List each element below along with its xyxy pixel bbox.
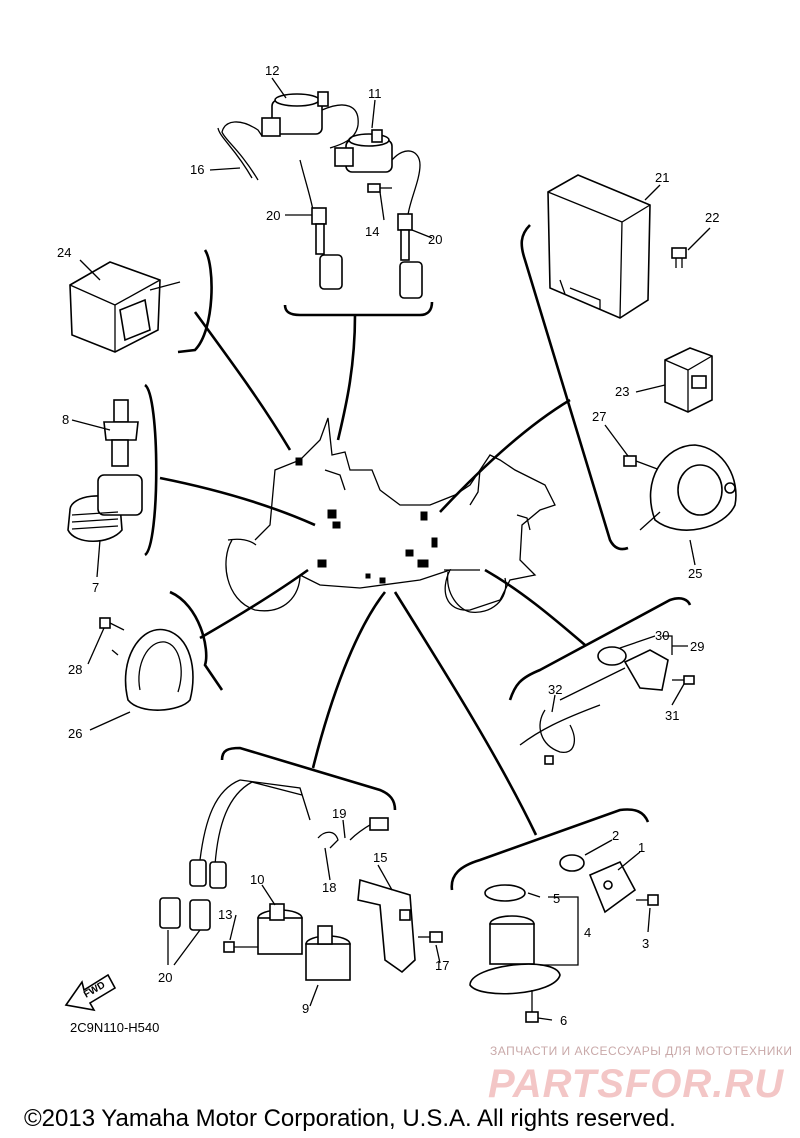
watermark: ЗАПЧАСТИ И АКСЕССУАРЫ ДЛЯ МОТОТЕХНИКИ PA… (488, 1044, 792, 1106)
bolt-28 (99, 617, 125, 631)
watermark-tagline: ЗАПЧАСТИ И АКСЕССУАРЫ ДЛЯ МОТОТЕХНИКИ (490, 1044, 792, 1058)
ecu-21 (547, 174, 651, 319)
bolt-14 (367, 183, 392, 193)
wire-32 (519, 704, 601, 765)
drawing-code: 2C9N110-H540 (70, 1020, 159, 1035)
part-label-10: 10 (250, 872, 264, 887)
part-label-8: 8 (62, 412, 69, 427)
part-label-27: 27 (592, 409, 606, 424)
part-label-17: 17 (435, 958, 449, 973)
forward-direction-arrow: FWD (64, 973, 117, 1012)
part-label-16: 16 (190, 162, 204, 177)
plug-cable-20-bottom-b (189, 861, 227, 931)
part-label-5: 5 (553, 891, 560, 906)
ignition-coil-9 (305, 925, 351, 981)
ignition-coil-group-bottom (159, 779, 443, 981)
sensor-group-bottom (469, 854, 659, 1023)
lead-16 (217, 121, 263, 181)
bracket-15 (357, 878, 416, 974)
motorcycle-silhouette (225, 417, 556, 613)
horn-26 (111, 628, 194, 711)
leader-lines (159, 311, 586, 836)
bolt-3 (636, 894, 659, 906)
bolt-13 (223, 941, 258, 953)
part-label-19: 19 (332, 806, 346, 821)
part-label-6: 6 (560, 1013, 567, 1028)
plug-cable-20-left (299, 159, 343, 290)
part-label-2: 2 (612, 828, 619, 843)
part-label-3: 3 (642, 936, 649, 951)
part-number-labels: 12 11 16 20 14 20 24 8 7 21 22 23 27 25 … (57, 63, 719, 1028)
plate-1 (588, 860, 637, 914)
relay-23 (664, 347, 713, 413)
part-label-30: 30 (655, 628, 669, 643)
part-label-23: 23 (615, 384, 629, 399)
sensor-assembly-29 (559, 646, 669, 701)
group-brackets (143, 224, 692, 891)
part-label-25: 25 (688, 566, 702, 581)
ignition-coil-11 (334, 129, 393, 173)
watermark-brand: PARTSFOR.RU (488, 1062, 784, 1106)
bolt-6 (525, 990, 539, 1023)
wire-19 (349, 817, 389, 841)
part-label-9: 9 (302, 1001, 309, 1016)
plug-cable-20-bottom-a (159, 859, 207, 929)
bolt-17 (418, 931, 443, 943)
part-label-21: 21 (655, 170, 669, 185)
sensor-4 (469, 915, 561, 995)
part-label-20-bottom: 20 (158, 970, 172, 985)
part-label-12: 12 (265, 63, 279, 78)
part-label-13: 13 (218, 907, 232, 922)
switch-7 (67, 474, 143, 542)
bolt-22 (671, 247, 687, 268)
part-label-26: 26 (68, 726, 82, 741)
part-label-31: 31 (665, 708, 679, 723)
part-label-14: 14 (365, 224, 379, 239)
part-label-11: 11 (368, 86, 382, 101)
horn-25 (639, 444, 737, 531)
part-label-4: 4 (584, 925, 591, 940)
part-label-20-top-right: 20 (428, 232, 442, 247)
part-label-18: 18 (322, 880, 336, 895)
part-label-29: 29 (690, 639, 704, 654)
o-ring-2 (559, 854, 585, 872)
bolt-31 (672, 675, 695, 685)
sensor-8 (103, 399, 139, 467)
relay-24 (69, 261, 181, 353)
part-label-32: 32 (548, 682, 562, 697)
callout-lines (71, 77, 711, 1021)
bolt-27 (623, 455, 661, 471)
ignition-coil-12 (261, 91, 329, 137)
clip-18 (317, 831, 339, 849)
ignition-coil-10 (257, 903, 303, 955)
part-label-20-top-left: 20 (266, 208, 280, 223)
ignition-coil-group-top (217, 91, 423, 299)
plug-cable-20-right (397, 213, 423, 299)
part-label-24: 24 (57, 245, 71, 260)
part-label-1: 1 (638, 840, 645, 855)
o-ring-5 (484, 884, 526, 902)
part-label-28: 28 (68, 662, 82, 677)
copyright-notice: ©2013 Yamaha Motor Corporation, U.S.A. A… (24, 1105, 676, 1132)
part-label-7: 7 (92, 580, 99, 595)
part-label-22: 22 (705, 210, 719, 225)
part-label-15: 15 (373, 850, 387, 865)
